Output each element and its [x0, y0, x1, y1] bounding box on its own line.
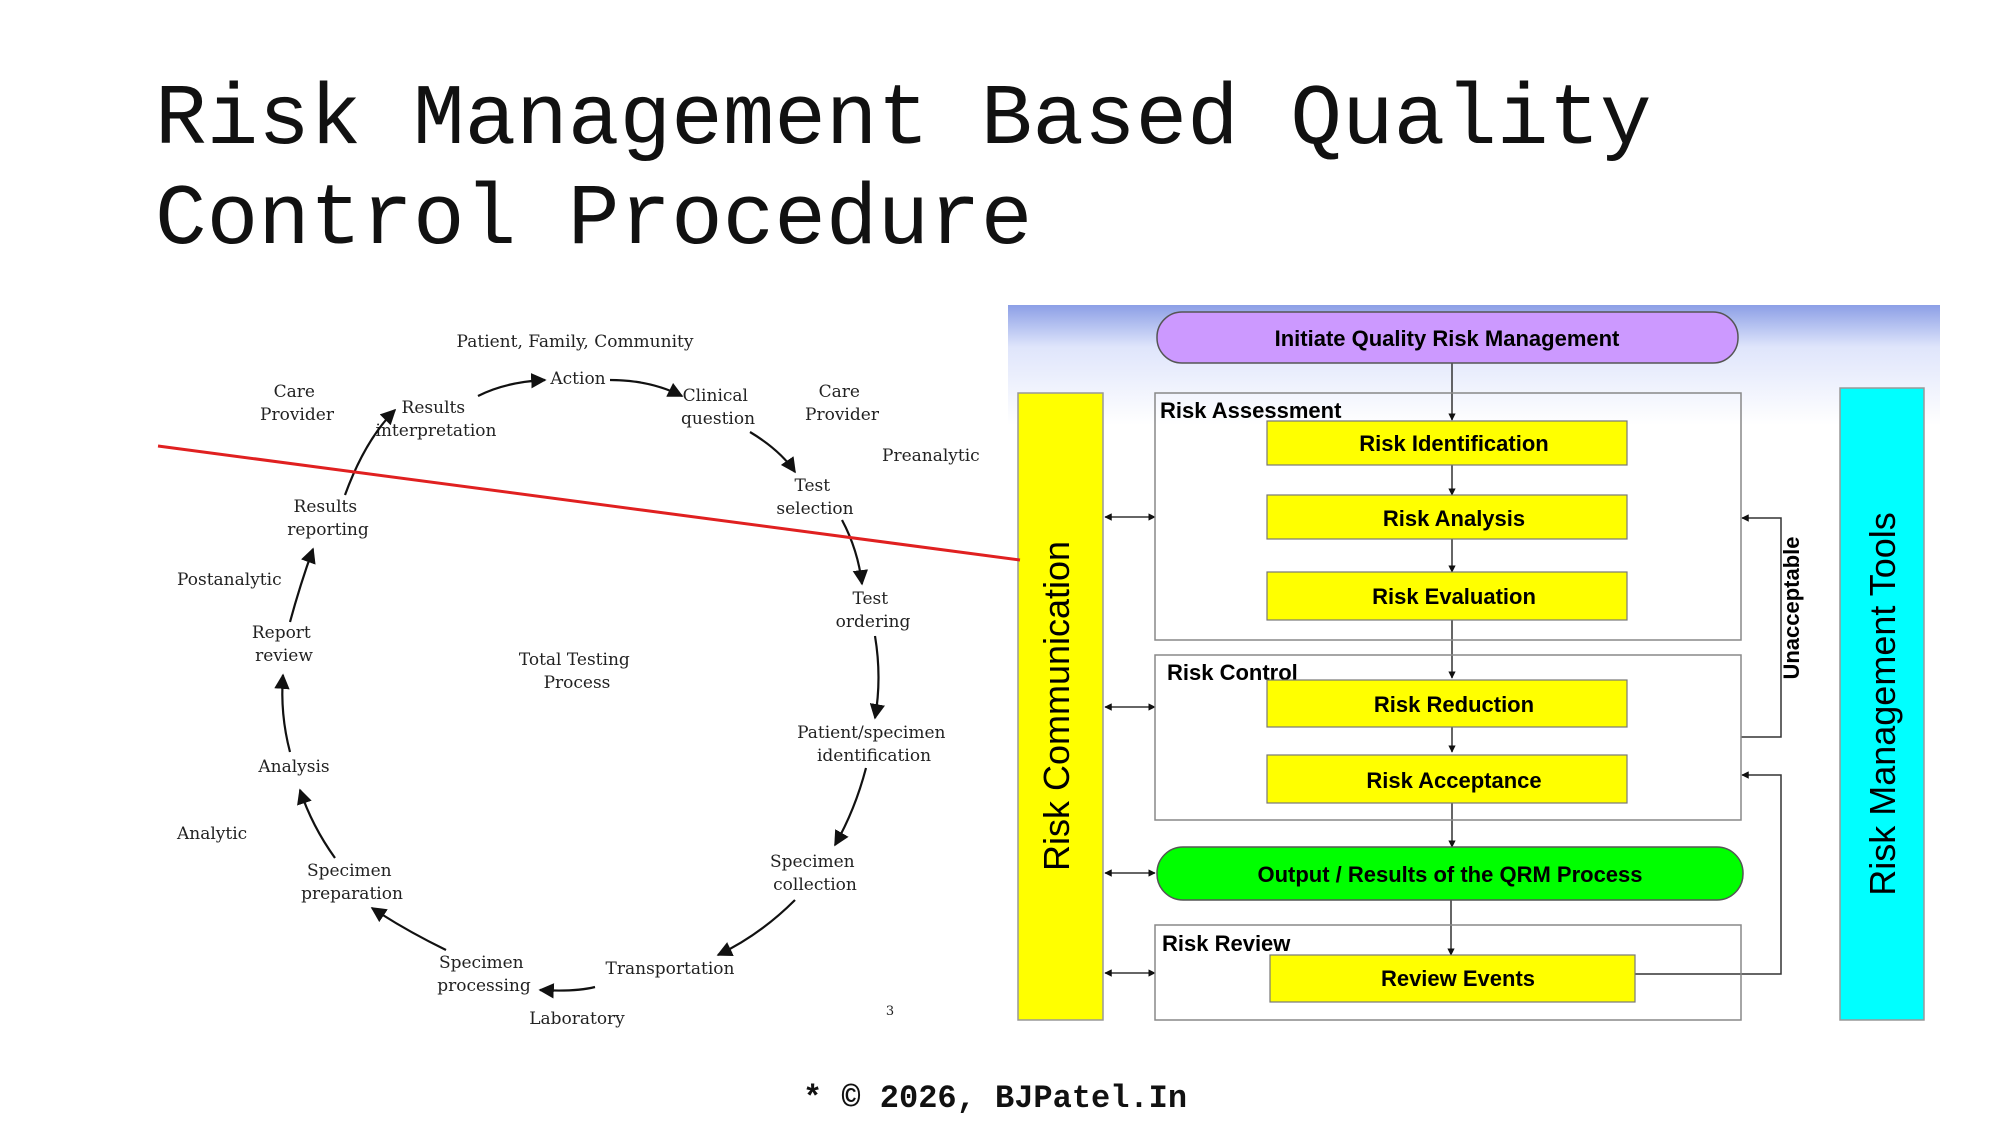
risk-communication-label: Risk Communication [1036, 541, 1077, 871]
risk-communication-bar [1017, 392, 1104, 1021]
cycle-step-specimen-processing: Specimen processing [437, 953, 531, 996]
title-line-1: Risk Management Based Quality [155, 71, 1652, 169]
phase-analytic: Analytic [176, 824, 247, 844]
cycle-step-transportation: Transportation [606, 959, 735, 979]
cycle-arrow-collection-to-transportation [716, 899, 796, 956]
phase-laboratory: Laboratory [529, 1009, 625, 1029]
risk-review-section [1154, 924, 1742, 1021]
cycle-arrow-action-to-clinical-question [609, 378, 684, 397]
cycle-step-test-selection: Test selection [776, 476, 853, 519]
cycle-step-specimen-collection: Specimen collection [770, 852, 860, 895]
output-results-label: Output / Results of the QRM Process [1257, 862, 1642, 887]
cycle-top-label: Patient, Family, Community [457, 332, 694, 352]
care-provider-right-label: Care Provider [805, 382, 880, 425]
red-connector-line [157, 444, 1021, 562]
cycle-arrow-test-selection-to-test-ordering [841, 519, 869, 586]
title-line-2: Control Procedure [155, 171, 1033, 269]
cycle-step-clinical-question: Clinical question [681, 386, 755, 429]
risk-assessment-section [1154, 392, 1742, 641]
risk-review-title: Risk Review [1162, 931, 1291, 956]
risk-reduction-label: Risk Reduction [1374, 692, 1534, 717]
risk-evaluation-label: Risk Evaluation [1372, 584, 1536, 609]
risk-identification-box [1266, 420, 1628, 466]
cycle-step-results-reporting: Results reporting [287, 497, 369, 540]
cycle-arrow-analysis-to-report-review [274, 673, 292, 753]
copyright-footer: * © 2026, BJPatel.In [802, 1080, 1188, 1117]
initiate-qrm-label: Initiate Quality Risk Management [1275, 326, 1620, 351]
qrm-flowchart: Initiate Quality Risk Management Risk As… [1008, 305, 1940, 1021]
output-results-box [1156, 846, 1744, 901]
cycle-arrow-preparation-to-analysis [297, 788, 336, 859]
cycle-center-label: Total Testing Process [519, 650, 635, 693]
cycle-step-results-interpretation: Results interpretation [376, 398, 497, 441]
cycle-arrow-clinical-question-to-test-selection [749, 431, 796, 474]
review-events-box [1269, 954, 1636, 1003]
cycle-arrow-interpretation-to-action [477, 373, 547, 397]
page-title: Risk Management Based Quality Control Pr… [155, 70, 1955, 270]
unacceptable-label: Unacceptable [1779, 536, 1804, 679]
cycle-arrow-transportation-to-processing [538, 983, 596, 999]
risk-management-tools-bar [1839, 387, 1925, 1021]
risk-analysis-box [1266, 494, 1628, 540]
risk-acceptance-label: Risk Acceptance [1366, 768, 1541, 793]
phase-preanalytic: Preanalytic [882, 446, 980, 466]
cycle-arrow-processing-to-preparation [370, 907, 447, 951]
cycle-step-analysis: Analysis [257, 757, 329, 777]
total-testing-process-cycle: Patient, Family, Community Care Provider… [176, 332, 980, 1029]
risk-assessment-title: Risk Assessment [1160, 398, 1342, 423]
cycle-arrow-report-review-to-results-reporting [288, 547, 316, 623]
page-number: 3 [886, 1004, 894, 1019]
review-events-label: Review Events [1381, 966, 1535, 991]
risk-control-section [1154, 654, 1742, 821]
cycle-step-specimen-preparation: Specimen preparation [301, 861, 403, 904]
risk-analysis-label: Risk Analysis [1383, 506, 1525, 531]
cycle-step-report-review: Report review [252, 623, 316, 666]
cycle-step-action: Action [549, 369, 605, 389]
cycle-arrow-test-ordering-to-identification [869, 635, 885, 720]
risk-management-tools-label: Risk Management Tools [1862, 512, 1903, 896]
risk-acceptance-box [1266, 754, 1628, 804]
risk-reduction-box [1266, 679, 1628, 728]
initiate-qrm-box [1156, 311, 1739, 364]
risk-identification-label: Risk Identification [1359, 431, 1548, 456]
cycle-step-test-ordering: Test ordering [836, 589, 911, 632]
phase-postanalytic: Postanalytic [177, 570, 282, 590]
risk-evaluation-box [1266, 571, 1628, 621]
care-provider-left-label: Care Provider [260, 382, 335, 425]
cycle-arrow-results-reporting-to-interpretation [343, 408, 397, 496]
cycle-step-patient-specimen-identification: Patient/specimen identification [797, 723, 951, 766]
cycle-arrow-identification-to-collection [834, 767, 868, 847]
